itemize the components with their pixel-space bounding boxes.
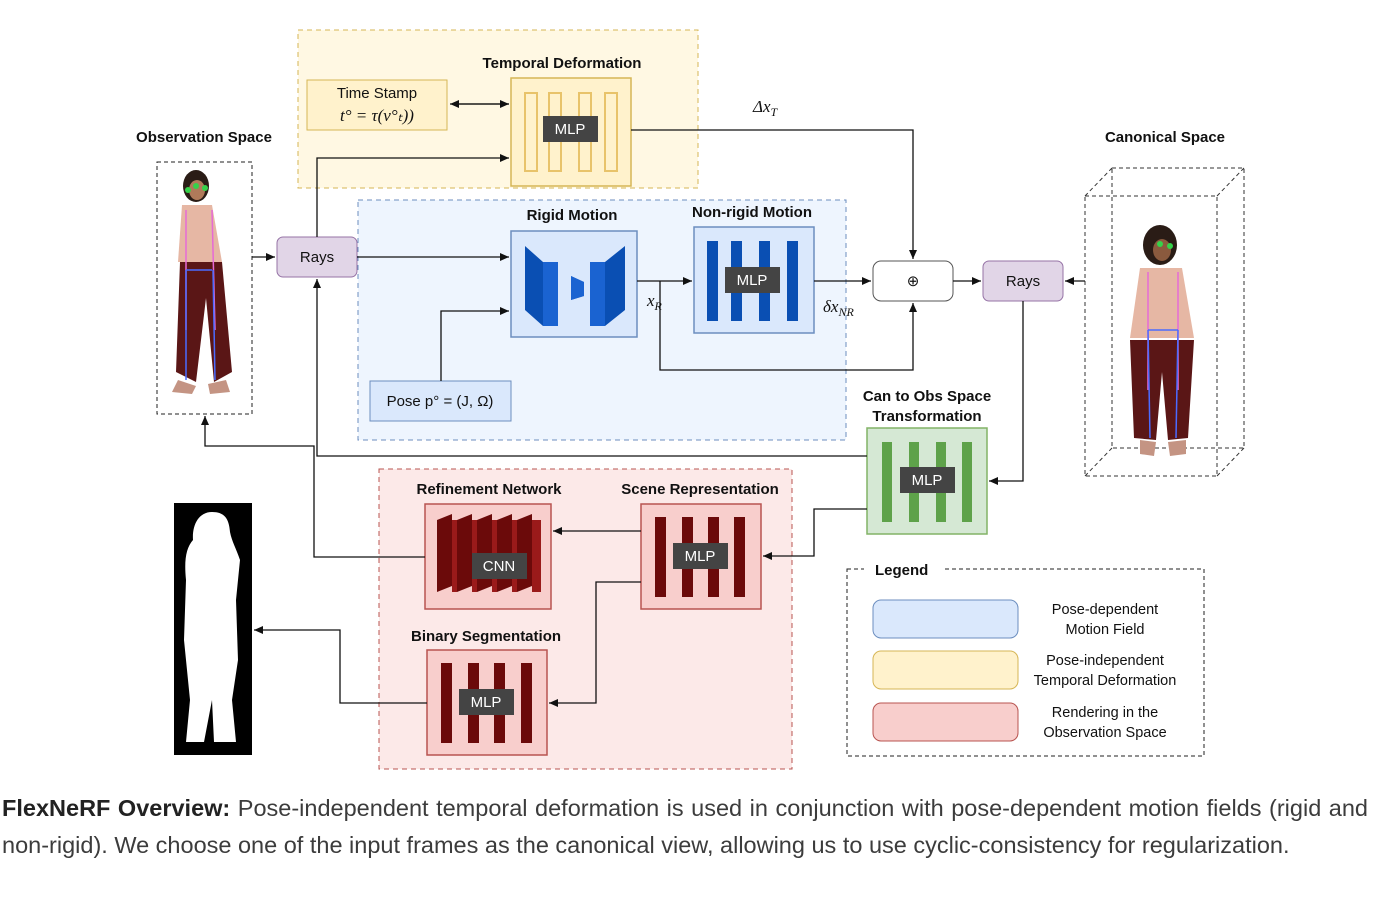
- binary-segmentation-label: Binary Segmentation: [411, 628, 561, 645]
- observation-frame: [156, 161, 253, 415]
- segmentation-mlp-label: MLP: [471, 694, 502, 711]
- legend-item-line2: Observation Space: [1043, 725, 1166, 741]
- legend-title-bg: [864, 560, 944, 580]
- legend-item-line1: Pose-dependent: [1052, 602, 1158, 618]
- pose-box: [369, 380, 512, 422]
- legend-item-line1: Pose-independent: [1046, 653, 1164, 669]
- refinement-cnn-label: CNN: [483, 558, 516, 575]
- nonrigid-mlp-chip: [725, 267, 780, 293]
- delta-xt-label: ΔxT: [752, 97, 779, 119]
- delta-xnr-label: δxNR: [823, 297, 854, 319]
- scene-mlp-chip: [673, 543, 728, 569]
- connectors: [201, 100, 1085, 707]
- legend-item-line1: Rendering in the: [1052, 705, 1158, 721]
- can-to-obs-mlp-label: MLP: [912, 472, 943, 489]
- pose-label: Pose p° = (J, Ω): [387, 393, 494, 410]
- legend-swatch: [872, 599, 1019, 639]
- rays-right-label: Rays: [1006, 273, 1040, 290]
- canonical-space-label: Canonical Space: [1105, 129, 1225, 146]
- caption-title: FlexNeRF Overview:: [2, 795, 231, 821]
- observation-person-image: [172, 170, 232, 394]
- caption-text: Pose-independent temporal deformation is…: [2, 795, 1368, 858]
- legend-frame: [846, 568, 1205, 757]
- time-stamp-formula: t° = τ(v°ₜ)): [340, 106, 414, 125]
- xr-label: xR: [646, 291, 663, 313]
- legend-item-line2: Motion Field: [1066, 622, 1145, 638]
- legend-swatch: [872, 650, 1019, 690]
- rigid-motion-encoder-decoder: [525, 246, 625, 326]
- refinement-network-label: Refinement Network: [416, 481, 562, 498]
- legend-title: Legend: [875, 562, 928, 579]
- canonical-person-image: [1130, 225, 1194, 456]
- temporal-mlp-label: MLP: [555, 121, 586, 138]
- can-to-obs-mlp-chip: [900, 467, 955, 493]
- time-stamp-title: Time Stamp: [337, 85, 417, 102]
- refinement-cnn-chip: [472, 553, 527, 579]
- combiner-symbol: ⊕: [907, 273, 920, 290]
- rigid-motion-label: Rigid Motion: [527, 207, 618, 224]
- figure-caption: FlexNeRF Overview: Pose-independent temp…: [2, 790, 1368, 864]
- silhouette-mask-image: [174, 503, 252, 755]
- nonrigid-motion-label: Non-rigid Motion: [692, 204, 812, 221]
- can-to-obs-label-line1: Can to Obs Space: [863, 388, 991, 405]
- scene-representation-label: Scene Representation: [621, 481, 779, 498]
- observation-space-label: Observation Space: [136, 129, 272, 146]
- rays-left-label: Rays: [300, 249, 334, 266]
- temporal-deformation-label: Temporal Deformation: [483, 55, 642, 72]
- scene-mlp-label: MLP: [685, 548, 716, 565]
- time-stamp-box: [306, 79, 448, 131]
- flexnerf-diagram: Observation Space Rays Temporal Deformat…: [136, 29, 1245, 770]
- legend-swatch: [872, 702, 1019, 742]
- legend-item-line2: Temporal Deformation: [1034, 673, 1177, 689]
- nonrigid-mlp-label: MLP: [737, 272, 768, 289]
- temporal-mlp-chip: [543, 116, 598, 142]
- segmentation-mlp-chip: [459, 689, 514, 715]
- can-to-obs-label-line2: Transformation: [872, 408, 981, 425]
